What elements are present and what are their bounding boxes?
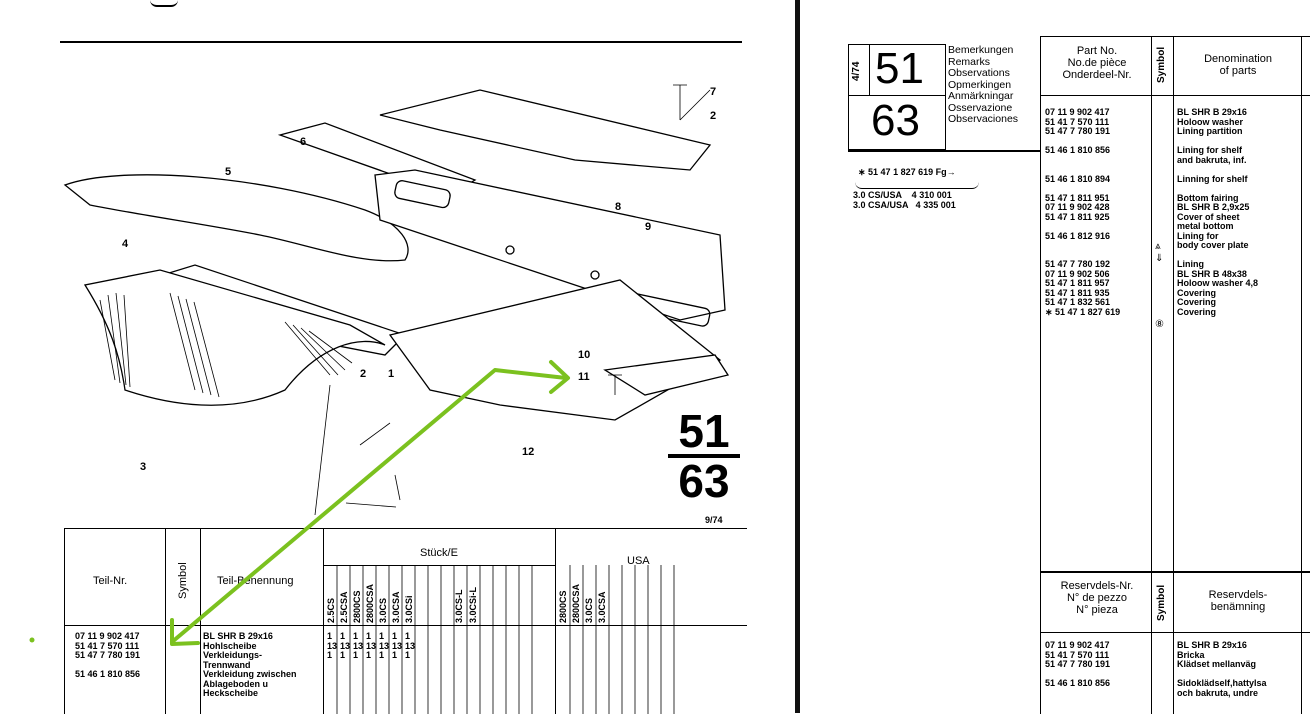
circled-8-icon: ⑧ xyxy=(1155,319,1164,330)
reserv-names: BL SHR B 29x16 Bricka Klädset mellanväg … xyxy=(1177,640,1267,698)
col-reservdels-nr: Reservdels-Nr. N° de pezzo N° pieza xyxy=(1060,580,1134,616)
callout-6: 6 xyxy=(300,136,306,148)
denominations: BL SHR B 29x16 Holoow washer Lining part… xyxy=(1177,107,1259,317)
callout-3: 3 xyxy=(140,461,146,473)
section-box: 4/74 51 63 xyxy=(848,44,946,150)
page-gutter xyxy=(795,0,800,713)
callout-9: 9 xyxy=(645,221,651,233)
col-teil-benennung: Teil-Benennung xyxy=(217,575,294,587)
callout-2b: 2 xyxy=(360,368,366,380)
callout-1: 1 xyxy=(388,368,394,380)
left-part-numbers: 07 11 9 902 417 51 41 7 570 111 51 47 7 … xyxy=(75,631,141,679)
callout-10: 10 xyxy=(578,349,590,361)
callout-7: 7 xyxy=(710,86,716,98)
part-9-sheet xyxy=(374,169,726,321)
col-denomination: Denomination of parts xyxy=(1204,53,1272,77)
arrow-down-icon: ⇓ xyxy=(1155,253,1164,264)
exploded-parts-diagram: 5 6 7 2 8 9 4 10 11 12 3 2 1 xyxy=(63,84,730,516)
reserv-numbers: 07 11 9 902 417 51 41 7 570 111 51 47 7 … xyxy=(1045,640,1111,688)
model-lines: 3.0 CS/USA 4 310 001 3.0 CSA/USA 4 335 0… xyxy=(853,190,956,210)
section-sub: 63 xyxy=(871,96,920,145)
callout-12: 12 xyxy=(522,446,534,458)
callout-5: 5 xyxy=(225,166,231,178)
part-5-trim xyxy=(63,174,409,262)
callout-2: 2 xyxy=(710,110,716,122)
parts-table: Teil-Nr. Symbol Teil-Benennung Stück/E U… xyxy=(64,528,747,714)
symbol-marks: ⩓ ⇓ ⑧ xyxy=(1155,241,1164,331)
callout-4: 4 xyxy=(122,238,129,250)
section-main: 51 xyxy=(875,44,924,93)
col-symbol: Symbol xyxy=(1156,46,1167,83)
callout-11: 11 xyxy=(578,371,590,383)
section-sub: 63 xyxy=(678,455,730,507)
col-teil-nr: Teil-Nr. xyxy=(93,575,128,587)
top-mark xyxy=(150,0,178,7)
col-part-no: Part No. No.de pièce Onderdeel-Nr. xyxy=(1062,45,1132,81)
left-page: 5 6 7 2 8 9 4 10 11 12 3 2 1 51 63 9/74 … xyxy=(29,0,747,714)
section-number: 51 63 xyxy=(668,405,740,507)
part-numbers: 07 11 9 902 417 51 41 7 570 111 51 47 7 … xyxy=(1045,107,1121,317)
warning-triangle-icon: ⩓ xyxy=(1155,241,1161,252)
col-reservdels-benamning: Reservdels- benämning xyxy=(1208,589,1268,613)
parts-list-table: Part No. No.de pièce Onderdeel-Nr. Symbo… xyxy=(1040,36,1310,714)
section-main: 51 xyxy=(678,405,730,457)
date-tag: 4/74 xyxy=(851,61,862,81)
part-8-shelf xyxy=(379,89,712,171)
left-part-names: BL SHR B 29x16 Hohlscheibe Verkleidungs-… xyxy=(203,631,297,698)
page-date: 9/74 xyxy=(705,515,723,525)
header-rule xyxy=(60,41,742,43)
callout-8: 8 xyxy=(615,201,621,213)
col-usa: USA xyxy=(627,555,650,567)
col-stueck: Stück/E xyxy=(420,547,458,559)
supersede-note: ∗ 51 47 1 827 619 Fg→ xyxy=(858,167,956,177)
col-reserv-symbol: Symbol xyxy=(1156,584,1167,621)
col-symbol: Symbol xyxy=(177,562,189,599)
